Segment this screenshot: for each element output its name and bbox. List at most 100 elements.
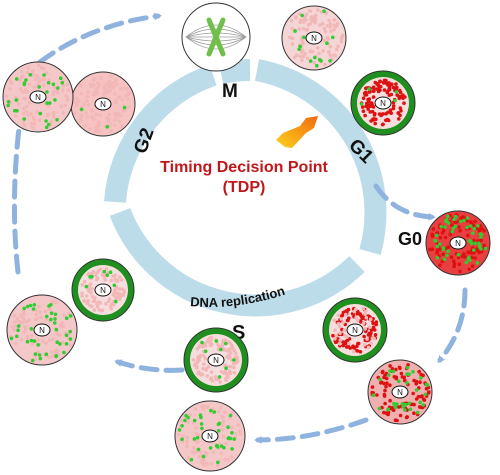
cell-granule <box>478 224 483 228</box>
cell-granule <box>125 86 130 91</box>
cell-granule <box>18 320 22 324</box>
cell-granule <box>394 90 399 94</box>
cell-granule <box>377 406 382 411</box>
cell-granule <box>220 343 225 347</box>
cell-granule <box>373 121 378 126</box>
cell-granule <box>222 371 226 375</box>
cell-granule <box>22 81 27 85</box>
cell-granule <box>445 214 450 219</box>
cell-granule <box>79 91 84 96</box>
cell-granule <box>32 85 37 89</box>
cell-granule <box>293 29 297 33</box>
nucleus-label: N <box>213 356 219 365</box>
cell-granule <box>58 342 62 346</box>
cell-granule <box>216 429 221 433</box>
cell-granule <box>84 111 88 115</box>
cell-granule <box>22 123 27 128</box>
cell-granule <box>53 98 57 102</box>
cell-granule <box>338 341 342 346</box>
cell-granule <box>373 333 378 337</box>
cell-granule <box>82 279 87 284</box>
cell-granule <box>46 122 51 127</box>
cell-granule <box>209 462 214 466</box>
cell-granule <box>112 123 117 127</box>
cell-granule <box>180 424 184 428</box>
cell-granule <box>320 21 325 26</box>
cell-granule <box>220 428 225 432</box>
cell-granule <box>229 343 234 348</box>
cell-granule <box>309 17 313 22</box>
cell-granule <box>87 289 92 294</box>
arrow-g1-to-g0-icon <box>373 183 436 221</box>
cell-granule <box>117 119 122 124</box>
ring-segment-g0-s <box>109 207 365 317</box>
cell-granule <box>401 93 405 97</box>
arrow-g0-down-icon <box>437 287 468 364</box>
cell-granule <box>94 126 98 130</box>
cell-g0-top: N <box>425 210 491 276</box>
cell-granule <box>328 22 333 26</box>
cell-granule <box>199 422 204 426</box>
cell-granule <box>453 224 458 229</box>
cell-granule <box>482 243 487 248</box>
cell-granule <box>189 457 194 462</box>
cell-granule <box>79 83 83 88</box>
cell-granule <box>37 353 42 357</box>
cell-granule <box>375 81 380 86</box>
cell-granule <box>371 321 375 326</box>
cell-granule <box>366 345 371 350</box>
cell-granule <box>84 284 89 289</box>
cell-granule <box>398 88 402 93</box>
cell-granule <box>228 355 232 359</box>
cell-granule <box>232 365 236 370</box>
cell-granule <box>458 269 462 274</box>
cell-granule <box>214 443 219 448</box>
cell-granule <box>327 49 331 54</box>
cell-granule <box>108 88 112 93</box>
cell-granule <box>462 254 467 259</box>
cell-granule <box>54 349 58 353</box>
cell-granule <box>191 446 196 450</box>
cell-granule <box>107 112 111 117</box>
cell-granule <box>55 340 59 345</box>
cell-granule <box>442 257 447 262</box>
cell-granule <box>117 287 122 291</box>
cell-granule <box>61 111 66 115</box>
cell-granule <box>316 46 320 50</box>
cell-granule <box>341 343 346 348</box>
cell-granule <box>358 350 363 354</box>
cell-granule <box>391 85 396 90</box>
cell-granule <box>204 461 208 466</box>
cell-granule <box>80 283 85 287</box>
cell-granule <box>328 44 333 49</box>
cell-granule <box>372 328 377 332</box>
cell-granule <box>30 333 34 338</box>
cell-granule <box>383 373 387 378</box>
cell-granule <box>91 83 96 87</box>
cell-granule <box>112 118 117 123</box>
cell-granule <box>219 451 224 456</box>
cell-granule <box>382 88 387 92</box>
cell-granule <box>456 253 461 257</box>
cell-granule <box>120 287 125 291</box>
cell-granule <box>315 63 319 68</box>
cell-granule <box>58 76 63 80</box>
cell-granule <box>388 369 392 373</box>
cell-granule <box>177 428 182 432</box>
cell-granule <box>331 333 335 338</box>
cell-granule <box>99 76 103 80</box>
cell-granule <box>395 402 399 406</box>
cell-granule <box>64 94 68 98</box>
cell-granule <box>54 300 58 305</box>
cell-granule <box>454 214 458 219</box>
cell-granule <box>34 312 38 317</box>
cell-granule <box>367 87 371 91</box>
cell-granule <box>412 402 416 407</box>
cell-granule <box>209 376 214 380</box>
cell-granule <box>369 341 373 346</box>
cell-granule <box>23 88 28 92</box>
cell-granule <box>25 334 30 339</box>
cell-granule <box>122 290 126 295</box>
cell-granule <box>326 37 331 41</box>
cell-granule <box>217 375 222 379</box>
